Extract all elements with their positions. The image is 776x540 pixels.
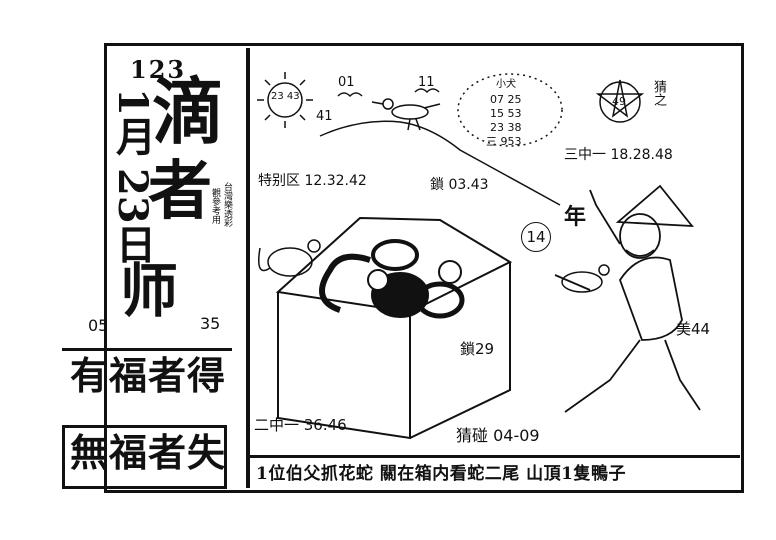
two-hit-label: 二中一 36.46 — [254, 416, 347, 434]
dots-line-5: 三 953 — [486, 135, 522, 148]
corner-number-left: 05 — [88, 316, 109, 335]
flying-bird-icon — [414, 88, 440, 94]
lock-top-label: 鎖 03.43 — [430, 177, 489, 193]
date-day: 23日 — [109, 168, 156, 264]
dots-line-2: 07 25 — [490, 93, 522, 106]
dots-line-3: 15 53 — [490, 107, 522, 120]
corner-number-right: 35 — [200, 314, 221, 333]
lock-box-label: 鎖29 — [460, 340, 495, 358]
bird-number-left: 01 — [338, 75, 355, 90]
pair-label: 猜碰 04-09 — [456, 426, 540, 445]
duck-icon — [371, 98, 441, 131]
star-icon — [595, 79, 645, 123]
flying-bird-icon — [337, 92, 363, 98]
sun-numbers: 23 43 — [271, 91, 300, 102]
brush-char-2: 者 — [148, 154, 212, 229]
star-label: 猜之 — [651, 80, 666, 106]
dots-line-1: 小犬 — [496, 79, 516, 90]
date-top-number: 123 — [130, 55, 187, 84]
motto-2: 無福者失 — [70, 430, 227, 475]
mei-label: 美44 — [676, 320, 711, 338]
special-zone-label: 特别区 12.32.42 — [258, 173, 367, 189]
star-number: 49 — [612, 95, 626, 108]
snake-icon — [319, 239, 465, 319]
bottom-caption: 1位伯父抓花蛇 關在箱内看蛇二尾 山頂1隻鴨子 — [256, 464, 626, 484]
three-hit-label: 三中一 18.28.48 — [564, 147, 673, 163]
note-vertical-1: 台灣樂透彩 — [222, 182, 232, 227]
dots-line-4: 23 38 — [490, 121, 522, 134]
outer-frame — [104, 43, 744, 493]
circle-14: 14 — [521, 222, 551, 252]
panel-divider — [246, 48, 250, 488]
caption-divider — [250, 455, 740, 458]
sun-icon — [257, 72, 313, 128]
motto-1: 有福者得 — [70, 353, 227, 398]
mouse-icon — [258, 239, 321, 277]
dotted-cloud — [457, 73, 563, 147]
motto-box-top — [62, 348, 232, 414]
bird-number-right: 11 — [418, 75, 435, 90]
held-duck-icon — [561, 264, 610, 293]
date-month: 1月 — [109, 88, 156, 156]
year-char: 年 — [564, 204, 587, 230]
box-icon — [275, 216, 513, 440]
brush-char-3: 师 — [120, 257, 179, 325]
man-figure-icon — [554, 184, 701, 413]
bird-number-under: 41 — [316, 109, 333, 124]
motto-box-bottom — [62, 425, 227, 489]
note-vertical-2: 觀參考用 — [210, 188, 220, 224]
hill-line — [319, 120, 561, 206]
brush-char-1: 滴 — [152, 69, 225, 154]
